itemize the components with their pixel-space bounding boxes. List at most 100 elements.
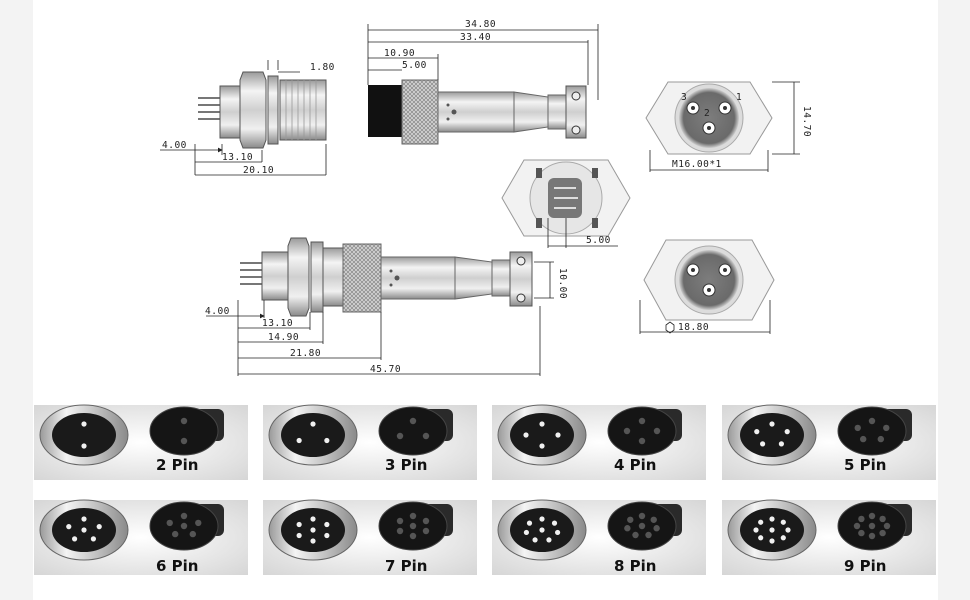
socket-hole	[853, 522, 861, 530]
pin-contact	[532, 537, 538, 543]
dim-5-00: 5.00	[402, 60, 427, 71]
socket-hole	[653, 525, 660, 532]
pin-contact	[71, 536, 78, 542]
socket-hole	[396, 517, 404, 525]
socket-hole	[645, 531, 652, 539]
assembly-dimensions	[206, 261, 554, 376]
socket-hole	[180, 522, 188, 530]
socket-hole	[189, 530, 197, 538]
pin-variant-7: 7 Pin	[263, 499, 477, 575]
socket-rear-face	[501, 159, 631, 237]
dim-33-40: 33.40	[460, 32, 491, 43]
pin-number-1: 1	[736, 92, 742, 103]
pin-contact	[551, 520, 558, 526]
right-margin	[938, 0, 970, 600]
pin-contact	[753, 527, 759, 533]
socket-hole	[632, 531, 639, 539]
washer	[267, 75, 279, 145]
dim-thread: M16.00*1	[672, 159, 722, 170]
pin-contact	[324, 532, 330, 539]
socket-hole	[195, 519, 202, 527]
pin-variant-label: 7 Pin	[385, 557, 427, 575]
pin-variant-8: 8 Pin	[492, 499, 706, 575]
dim-20-10: 20.10	[243, 165, 274, 176]
pin-variant-label: 3 Pin	[385, 456, 427, 474]
male-socket-photo	[497, 499, 587, 561]
pin-contact	[310, 516, 316, 522]
male-socket-photo	[727, 404, 817, 466]
pin-variant-label: 9 Pin	[844, 557, 886, 575]
face-back-dimensions	[547, 218, 618, 248]
socket-hole	[623, 427, 631, 435]
socket-front-face	[645, 81, 773, 155]
pin-contact	[310, 538, 316, 544]
socket-hole	[858, 515, 865, 523]
socket-hole	[879, 529, 886, 537]
pin-contact	[754, 429, 760, 435]
pin-contact	[539, 421, 545, 427]
socket-hole	[638, 417, 646, 425]
dim-1-80: 1.80	[310, 62, 335, 73]
plug-side-view	[368, 79, 587, 145]
pin-contact	[96, 524, 102, 530]
pin-contact	[90, 536, 97, 542]
dim-14-90: 14.90	[268, 332, 299, 343]
male-socket-photo	[39, 404, 129, 466]
socket-hole	[180, 512, 188, 520]
pin-contact	[296, 532, 302, 539]
socket-hole	[422, 527, 430, 535]
socket-hole	[396, 527, 404, 535]
dim-4-00-b: 4.00	[205, 306, 230, 317]
pin-variant-3: 3 Pin	[263, 404, 477, 480]
plug-dimensions	[367, 24, 599, 100]
pin-contact	[324, 521, 330, 528]
male-socket-photo	[268, 499, 358, 561]
pin-variant-label: 2 Pin	[156, 456, 198, 474]
socket-hole	[858, 529, 865, 537]
pin-contact	[526, 520, 533, 526]
female-plug-photo	[607, 501, 682, 551]
socket-hole	[883, 522, 891, 530]
cable-clamp	[547, 94, 569, 130]
socket-hole	[627, 516, 634, 523]
pin-contact	[539, 516, 545, 522]
dim-10-00: 10.00	[557, 268, 568, 299]
pin-contact	[778, 441, 785, 447]
socket-hole	[638, 437, 646, 445]
pin-contact	[769, 516, 775, 522]
pin-contact	[785, 527, 791, 533]
socket-hole	[650, 516, 657, 523]
knurled-nut	[401, 79, 439, 145]
pin-contact	[310, 527, 316, 533]
socket-hole	[422, 432, 430, 440]
socket-hole	[180, 417, 188, 425]
pin-contact	[523, 432, 529, 438]
dim-13-10-b: 13.10	[262, 318, 293, 329]
pin-contact	[769, 538, 775, 544]
pin-contact	[758, 535, 764, 541]
pin-contact	[769, 527, 775, 533]
dim-21-80: 21.80	[290, 348, 321, 359]
dim-4-00: 4.00	[162, 140, 187, 151]
nut-dimensions	[639, 300, 771, 334]
left-margin	[0, 0, 33, 600]
pin-variant-6: 6 Pin	[34, 499, 248, 575]
pin-contact	[81, 443, 87, 449]
pin-contact	[324, 437, 330, 444]
female-plug-photo	[149, 406, 224, 456]
socket-hole	[409, 512, 417, 520]
side-view-socket	[198, 71, 327, 149]
socket-hole	[854, 424, 861, 432]
socket-hole	[624, 525, 631, 532]
pin-contact	[546, 537, 552, 543]
female-plug-photo	[837, 501, 912, 551]
pin-contact	[758, 519, 764, 525]
socket-hole	[409, 417, 417, 425]
dim-14-70: 14.70	[801, 106, 812, 137]
male-socket-photo	[39, 499, 129, 561]
pin-variant-4: 4 Pin	[492, 404, 706, 480]
pin-contact	[555, 432, 561, 438]
pin-contact	[310, 421, 316, 427]
taper	[513, 91, 549, 133]
